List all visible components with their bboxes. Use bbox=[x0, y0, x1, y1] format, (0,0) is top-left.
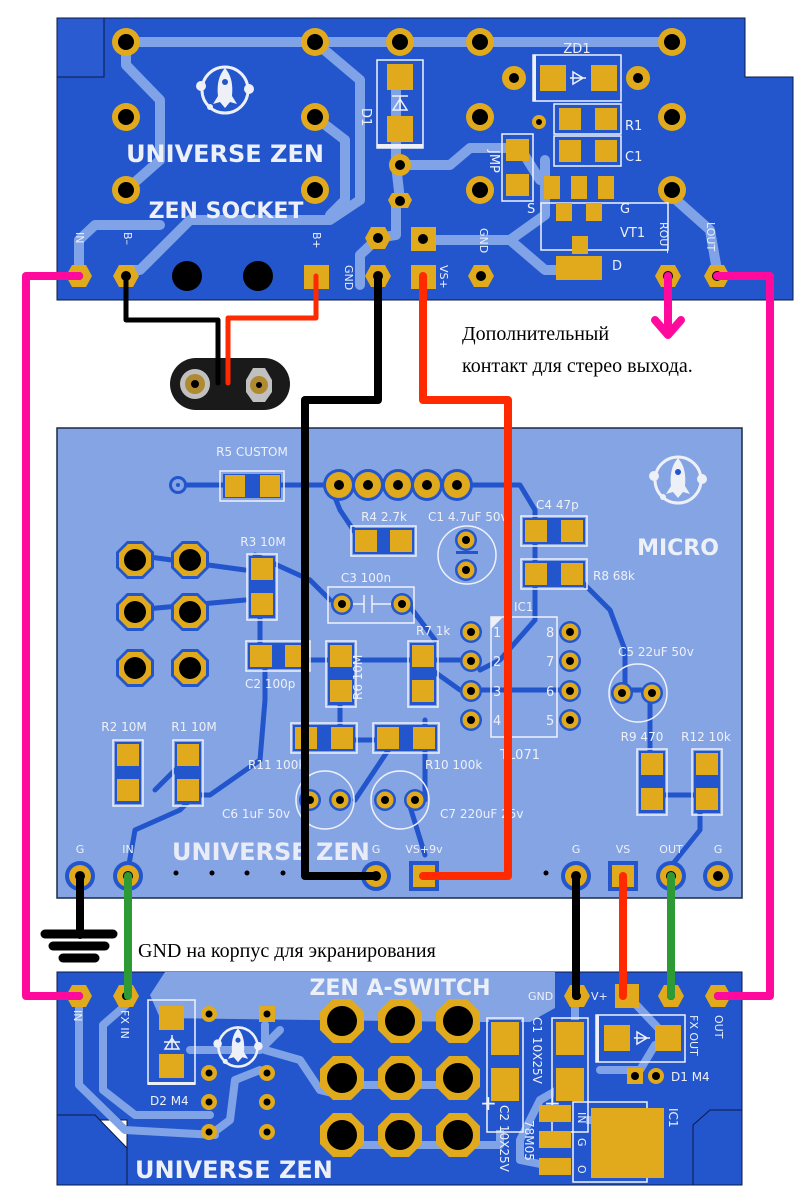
wire-vs-red bbox=[419, 272, 512, 880]
socket-rout-label: ROUT bbox=[657, 222, 670, 253]
r7-label: R7 1k bbox=[416, 624, 450, 638]
micro-g-far-pad[interactable] bbox=[703, 861, 733, 891]
switch-gnd-label: GND bbox=[528, 990, 553, 1003]
r12-label: R12 10k bbox=[681, 730, 731, 744]
micro-g-left-label: G bbox=[76, 843, 85, 856]
wire-battery-red bbox=[225, 273, 319, 386]
c2-switch-label: C2 10X25V bbox=[497, 1105, 511, 1173]
wire-gnd-black bbox=[301, 272, 382, 880]
stereo-note-line2: контакт для стерео выхода. bbox=[462, 355, 693, 377]
r9-label: R9 470 bbox=[621, 730, 664, 744]
vt1-d-label: D bbox=[612, 259, 622, 274]
wires bbox=[22, 272, 774, 1000]
c2-label: C2 100p bbox=[245, 677, 295, 691]
vt1-s-label: S bbox=[527, 202, 535, 217]
switch-fx-in-label: FX IN bbox=[118, 1010, 131, 1039]
zen-socket-board: UNIVERSE ZEN ZEN SOCKET D1 ZD1 R1 C bbox=[56, 17, 794, 301]
socket-vs-plus-label: VS+ bbox=[437, 265, 450, 289]
c7-label: C7 220uF 25v bbox=[440, 807, 523, 821]
switch-brand-title: UNIVERSE ZEN bbox=[135, 1156, 333, 1184]
micro-board: R5 CUSTOM R4 2.7k C1 4.7uF 50v C4 47p bbox=[56, 427, 743, 899]
ic-pin-label: 3 bbox=[493, 685, 501, 700]
socket-b-plus-label: B+ bbox=[310, 232, 323, 249]
r5-label: R5 CUSTOM bbox=[216, 445, 288, 459]
ic1-switch-label: IC1 bbox=[666, 1108, 680, 1128]
mount-hole bbox=[243, 261, 273, 291]
ground-symbol-icon bbox=[40, 929, 118, 963]
ic-pin-label: 8 bbox=[546, 626, 554, 641]
r3-label: R3 10M bbox=[240, 535, 285, 549]
jmp-label: JMP bbox=[486, 149, 501, 173]
zd1-label: ZD1 bbox=[563, 42, 590, 57]
micro-g-far-label: G bbox=[714, 843, 723, 856]
wire-battery-black bbox=[123, 273, 221, 386]
socket-b-minus-label: B– bbox=[121, 232, 134, 245]
c5-label: C5 22uF 50v bbox=[618, 645, 694, 659]
socket-gnd-pin-label: GND bbox=[342, 265, 355, 290]
c6-label: C6 1uF 50v bbox=[222, 807, 290, 821]
micro-in-label: IN bbox=[122, 843, 133, 856]
socket-board-title: ZEN SOCKET bbox=[149, 199, 304, 224]
d2-label: D2 M4 bbox=[150, 1094, 189, 1108]
ic-pin-label: 1 bbox=[493, 626, 501, 641]
ic-pin-label: 7 bbox=[546, 655, 554, 670]
socket-gnd-label: GND bbox=[477, 228, 490, 253]
micro-brand-title: UNIVERSE ZEN bbox=[172, 838, 370, 866]
socket-brand-title: UNIVERSE ZEN bbox=[126, 140, 324, 168]
c1-switch-label: C1 10X25V bbox=[530, 1017, 544, 1085]
battery-snap-connector-icon bbox=[170, 358, 290, 410]
r4-label: R4 2.7k bbox=[361, 510, 407, 524]
regulator-label: 78M05 bbox=[522, 1120, 536, 1161]
switch-fx-out-label: FX OUT bbox=[687, 1015, 700, 1056]
c4-label: C4 47p bbox=[536, 498, 579, 512]
r1-label: R1 10M bbox=[171, 720, 216, 734]
micro-title: MICRO bbox=[637, 536, 719, 561]
reg-in-label: IN bbox=[575, 1112, 588, 1123]
micro-g-right-label: G bbox=[572, 843, 581, 856]
switch-board-title: ZEN A-SWITCH bbox=[309, 976, 490, 1001]
switch-in-label: IN bbox=[71, 1010, 84, 1021]
socket-in-label: IN bbox=[73, 232, 86, 243]
r1-label: R1 bbox=[625, 119, 642, 134]
micro-header bbox=[323, 469, 473, 501]
ic-pin-label: 5 bbox=[546, 714, 554, 729]
vt1-g-label: G bbox=[620, 202, 630, 217]
r8-label: R8 68k bbox=[593, 569, 635, 583]
zen-a-switch-board: ZEN A-SWITCH UNIVERSE ZEN D2 M4 bbox=[56, 971, 743, 1186]
micro-g-mid-label: G bbox=[372, 843, 381, 856]
ic-pin-label: 4 bbox=[493, 714, 501, 729]
d1-label: D1 bbox=[358, 108, 373, 126]
d1-switch-label: D1 M4 bbox=[671, 1070, 710, 1084]
switch-out-label: OUT bbox=[712, 1015, 725, 1039]
micro-vs9-label: VS+9v bbox=[405, 843, 443, 856]
r2-label: R2 10M bbox=[101, 720, 146, 734]
gnd-note: GND на корпус для экранирования bbox=[138, 940, 436, 962]
c1-label: C1 4.7uF 50v bbox=[428, 510, 508, 524]
vt1-label: VT1 bbox=[620, 226, 645, 241]
wire-pink-out bbox=[713, 272, 774, 1000]
wire-pink-in bbox=[22, 272, 83, 1000]
ic-pin-label: 2 bbox=[493, 655, 501, 670]
c1-label: C1 bbox=[625, 150, 642, 165]
switch-v-plus-label: V+ bbox=[591, 990, 608, 1003]
c2-plus-label: + bbox=[480, 1091, 497, 1115]
footswitch-pads bbox=[320, 999, 480, 1157]
reg-o-label: O bbox=[575, 1165, 588, 1174]
r11-label: R11 100k bbox=[248, 758, 305, 772]
mount-hole bbox=[172, 261, 202, 291]
r10-label: R10 100k bbox=[425, 758, 482, 772]
c3-label: C3 100n bbox=[341, 571, 391, 585]
stereo-note-line1: Дополнительный bbox=[462, 323, 609, 345]
micro-vs-label: VS bbox=[616, 843, 631, 856]
ic-pin-label: 6 bbox=[546, 685, 554, 700]
r6-label: R6 10M bbox=[351, 655, 365, 700]
micro-out-label: OUT bbox=[659, 843, 683, 856]
socket-lout-label: LOUT bbox=[704, 222, 717, 251]
ic1-label: IC1 bbox=[514, 600, 534, 614]
reg-g-label: G bbox=[575, 1138, 588, 1147]
